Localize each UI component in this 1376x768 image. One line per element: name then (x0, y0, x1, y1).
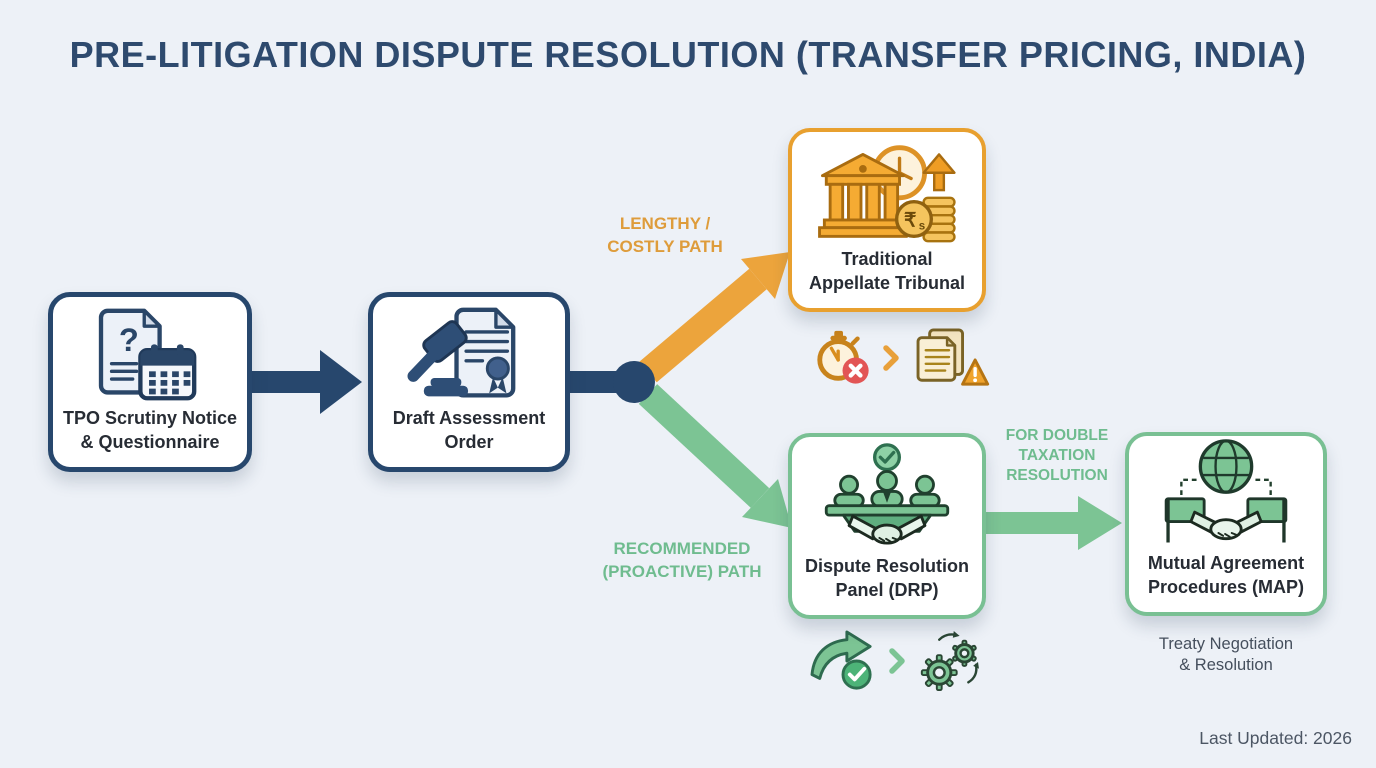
tribunal-consequence-icons (812, 328, 990, 388)
gavel-certificate-document-icon (373, 297, 565, 407)
arrow-tpo-to-draft (252, 350, 362, 414)
currency-glyph: s (919, 221, 925, 233)
connector-draft-stub (570, 371, 618, 393)
panel-handshake-check-icon (792, 437, 982, 555)
node-mutual-agreement-procedures: Mutual Agreement Procedures (MAP) (1125, 432, 1327, 616)
node-label-draft: Draft Assessment Order (392, 408, 546, 452)
node-label-tpo: TPO Scrutiny Notice & Questionnaire (62, 408, 238, 452)
arrow-lengthy-path (639, 252, 790, 383)
node-draft-assessment-order: Draft Assessment Order (368, 292, 570, 472)
node-label-map: Mutual Agreement Procedures (MAP) (1147, 553, 1305, 597)
gears-process-icon (920, 630, 979, 692)
documents-warning-icon (916, 328, 990, 386)
arrow-recommended-path (638, 384, 792, 528)
drp-benefit-icons (806, 630, 980, 692)
arrow-drp-to-map (986, 496, 1122, 550)
node-label-tribunal: Traditional Appellate Tribunal (808, 249, 966, 293)
node-dispute-resolution-panel: Dispute Resolution Panel (DRP) (788, 433, 986, 619)
success-arrow-check-icon (810, 630, 872, 690)
label-recommended-path: RECOMMENDED (PROACTIVE) PATH (602, 539, 762, 581)
question-glyph: ? (119, 321, 139, 358)
node-tpo-scrutiny-notice: ? TPO Scrutiny Notice & Questionnaire (48, 292, 252, 472)
label-lengthy-costly-path: LENGTHY / COSTLY PATH (607, 214, 723, 256)
node-label-drp: Dispute Resolution Panel (DRP) (804, 556, 969, 600)
last-updated-text: Last Updated: 2026 (1199, 728, 1352, 748)
document-question-calendar-icon: ? (53, 297, 247, 407)
stopwatch-delay-icon (817, 330, 869, 384)
junction-node (613, 361, 655, 403)
rupee-glyph: ₹ (904, 211, 916, 232)
page-title: PRE-LITIGATION DISPUTE RESOLUTION (TRANS… (69, 34, 1307, 75)
label-double-taxation: FOR DOUBLE TAXATION RESOLUTION (1005, 427, 1109, 484)
map-subtitle: Treaty Negotiation & Resolution (1158, 635, 1294, 675)
chevron-right-icon (883, 345, 899, 371)
courthouse-clock-coins-icon: ₹ s (792, 132, 982, 248)
chevron-right-icon (889, 648, 905, 674)
globe-handshake-flags-icon (1129, 432, 1323, 552)
node-traditional-appellate-tribunal: ₹ s Traditional Appellate Tribunal (788, 128, 986, 312)
